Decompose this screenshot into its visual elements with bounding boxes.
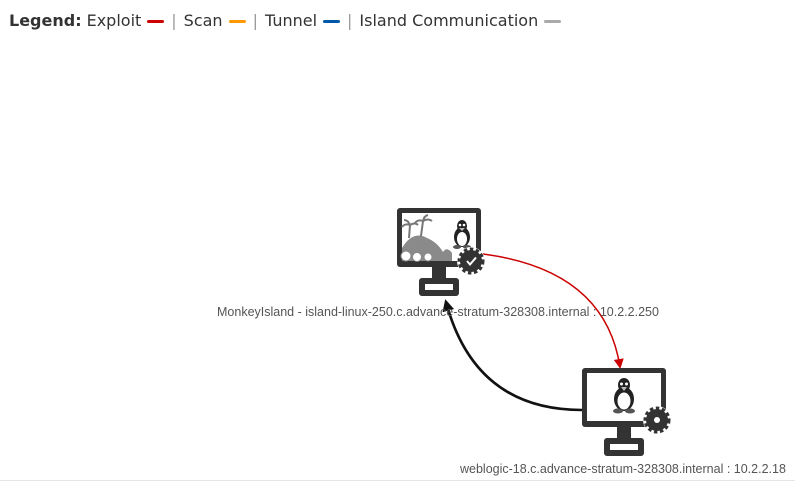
legend-swatch-exploit bbox=[147, 20, 165, 23]
legend-separator: | bbox=[347, 11, 353, 30]
node-monkey-island[interactable] bbox=[397, 208, 485, 296]
legend-title: Legend: bbox=[9, 11, 82, 30]
divider bbox=[0, 480, 795, 481]
legend-label-island-communication: Island Communication bbox=[359, 11, 539, 30]
legend-item-scan: Scan bbox=[184, 11, 246, 30]
legend-label-exploit: Exploit bbox=[86, 11, 142, 30]
legend-swatch-tunnel bbox=[323, 20, 341, 23]
edge-exploit[interactable] bbox=[482, 253, 624, 369]
check-gear-icon bbox=[457, 247, 485, 275]
legend-separator: | bbox=[171, 11, 177, 30]
node-weblogic[interactable] bbox=[582, 368, 671, 456]
node-label-weblogic: weblogic-18.c.advance-stratum-328308.int… bbox=[460, 462, 786, 476]
gear-icon bbox=[643, 406, 671, 434]
monkey-island-linux-monitor-icon bbox=[397, 208, 481, 267]
legend-swatch-scan bbox=[228, 20, 246, 23]
monitor-stand bbox=[617, 427, 631, 438]
legend-label-tunnel: Tunnel bbox=[264, 11, 318, 30]
legend-item-island-communication: Island Communication bbox=[359, 11, 562, 30]
legend-swatch-island-communication bbox=[544, 20, 562, 23]
legend: Legend: Exploit | Scan | Tunnel | Island… bbox=[9, 11, 562, 30]
legend-item-tunnel: Tunnel bbox=[264, 11, 341, 30]
legend-separator: | bbox=[252, 11, 258, 30]
node-label-monkey-island: MonkeyIsland - island-linux-250.c.advanc… bbox=[217, 305, 659, 319]
edge-island-communication[interactable] bbox=[442, 299, 583, 412]
legend-label-scan: Scan bbox=[183, 11, 223, 30]
legend-item-exploit: Exploit bbox=[87, 11, 165, 30]
monitor-stand bbox=[432, 267, 446, 278]
